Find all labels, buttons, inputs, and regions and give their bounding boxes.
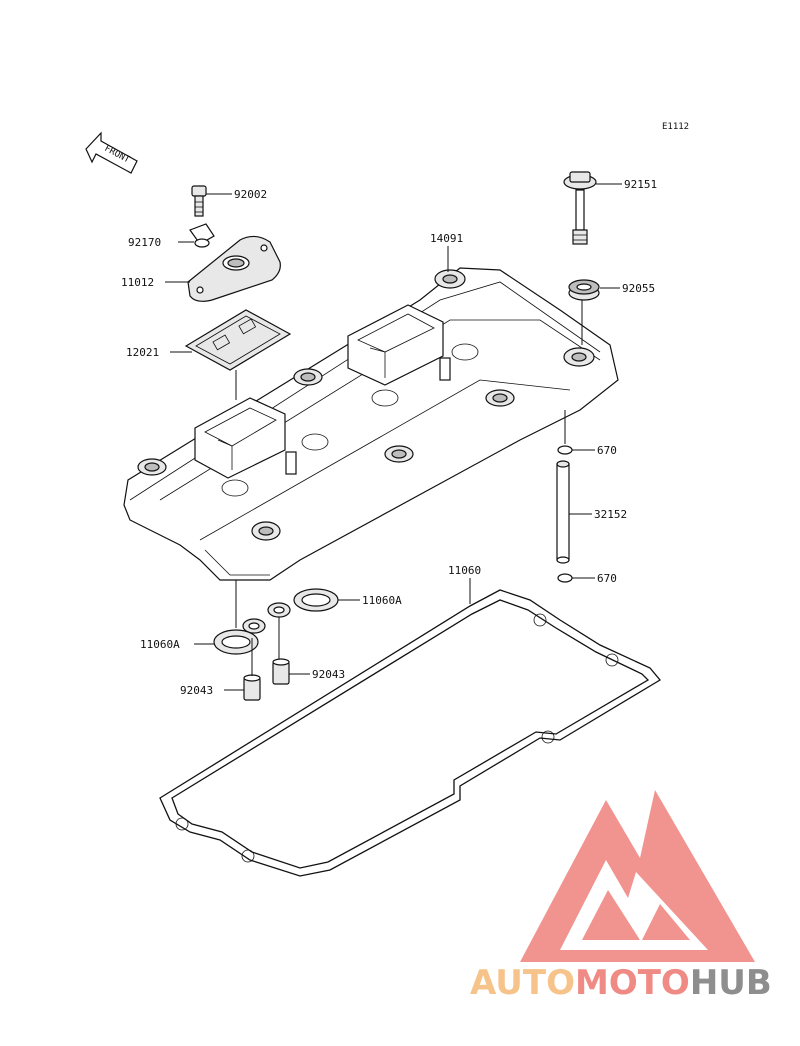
grommet-92055 — [568, 279, 600, 301]
bolt-92002 — [191, 185, 207, 217]
watermark-moto: MOTO — [575, 963, 690, 1003]
gasket-11060 — [159, 589, 661, 877]
dowel-92043-right — [272, 658, 290, 685]
bolt-92151 — [563, 171, 597, 245]
watermark-auto: AUTO — [470, 963, 575, 1003]
seal-11060A-left — [213, 629, 259, 655]
gasket-12021 — [184, 309, 292, 371]
label-92043-right: 92043 — [312, 668, 345, 681]
label-92002: 92002 — [234, 188, 267, 201]
washer-92170 — [189, 223, 215, 248]
label-32152: 32152 — [594, 508, 627, 521]
pipe-32152 — [556, 460, 570, 564]
o-ring-670-top — [557, 445, 573, 455]
dowel-92043-left — [243, 674, 261, 701]
label-11060A-left: 11060A — [140, 638, 180, 651]
breather-cover-11012 — [187, 235, 281, 302]
front-arrow-icon: FRONT — [85, 131, 138, 174]
automotohub-logo — [520, 790, 755, 962]
label-670-bottom: 670 — [597, 572, 617, 585]
watermark-hub: HUB — [690, 963, 772, 1003]
label-92043-left: 92043 — [180, 684, 213, 697]
label-92151: 92151 — [624, 178, 657, 191]
diagram-code: E1112 — [662, 122, 689, 132]
label-12021: 12021 — [126, 346, 159, 359]
label-92170: 92170 — [128, 236, 161, 249]
label-11060: 11060 — [448, 564, 481, 577]
label-670-top: 670 — [597, 444, 617, 457]
small-seal-left — [242, 618, 266, 634]
seal-11060A-right — [293, 588, 339, 612]
small-seal-right — [267, 602, 291, 618]
watermark-text: AUTOMOTOHUB — [470, 963, 772, 1003]
label-11060A-right: 11060A — [362, 594, 402, 607]
label-14091: 14091 — [430, 232, 463, 245]
o-ring-670-bottom — [557, 573, 573, 583]
cylinder-head-cover-14091 — [123, 267, 619, 581]
label-11012: 11012 — [121, 276, 154, 289]
label-92055: 92055 — [622, 282, 655, 295]
